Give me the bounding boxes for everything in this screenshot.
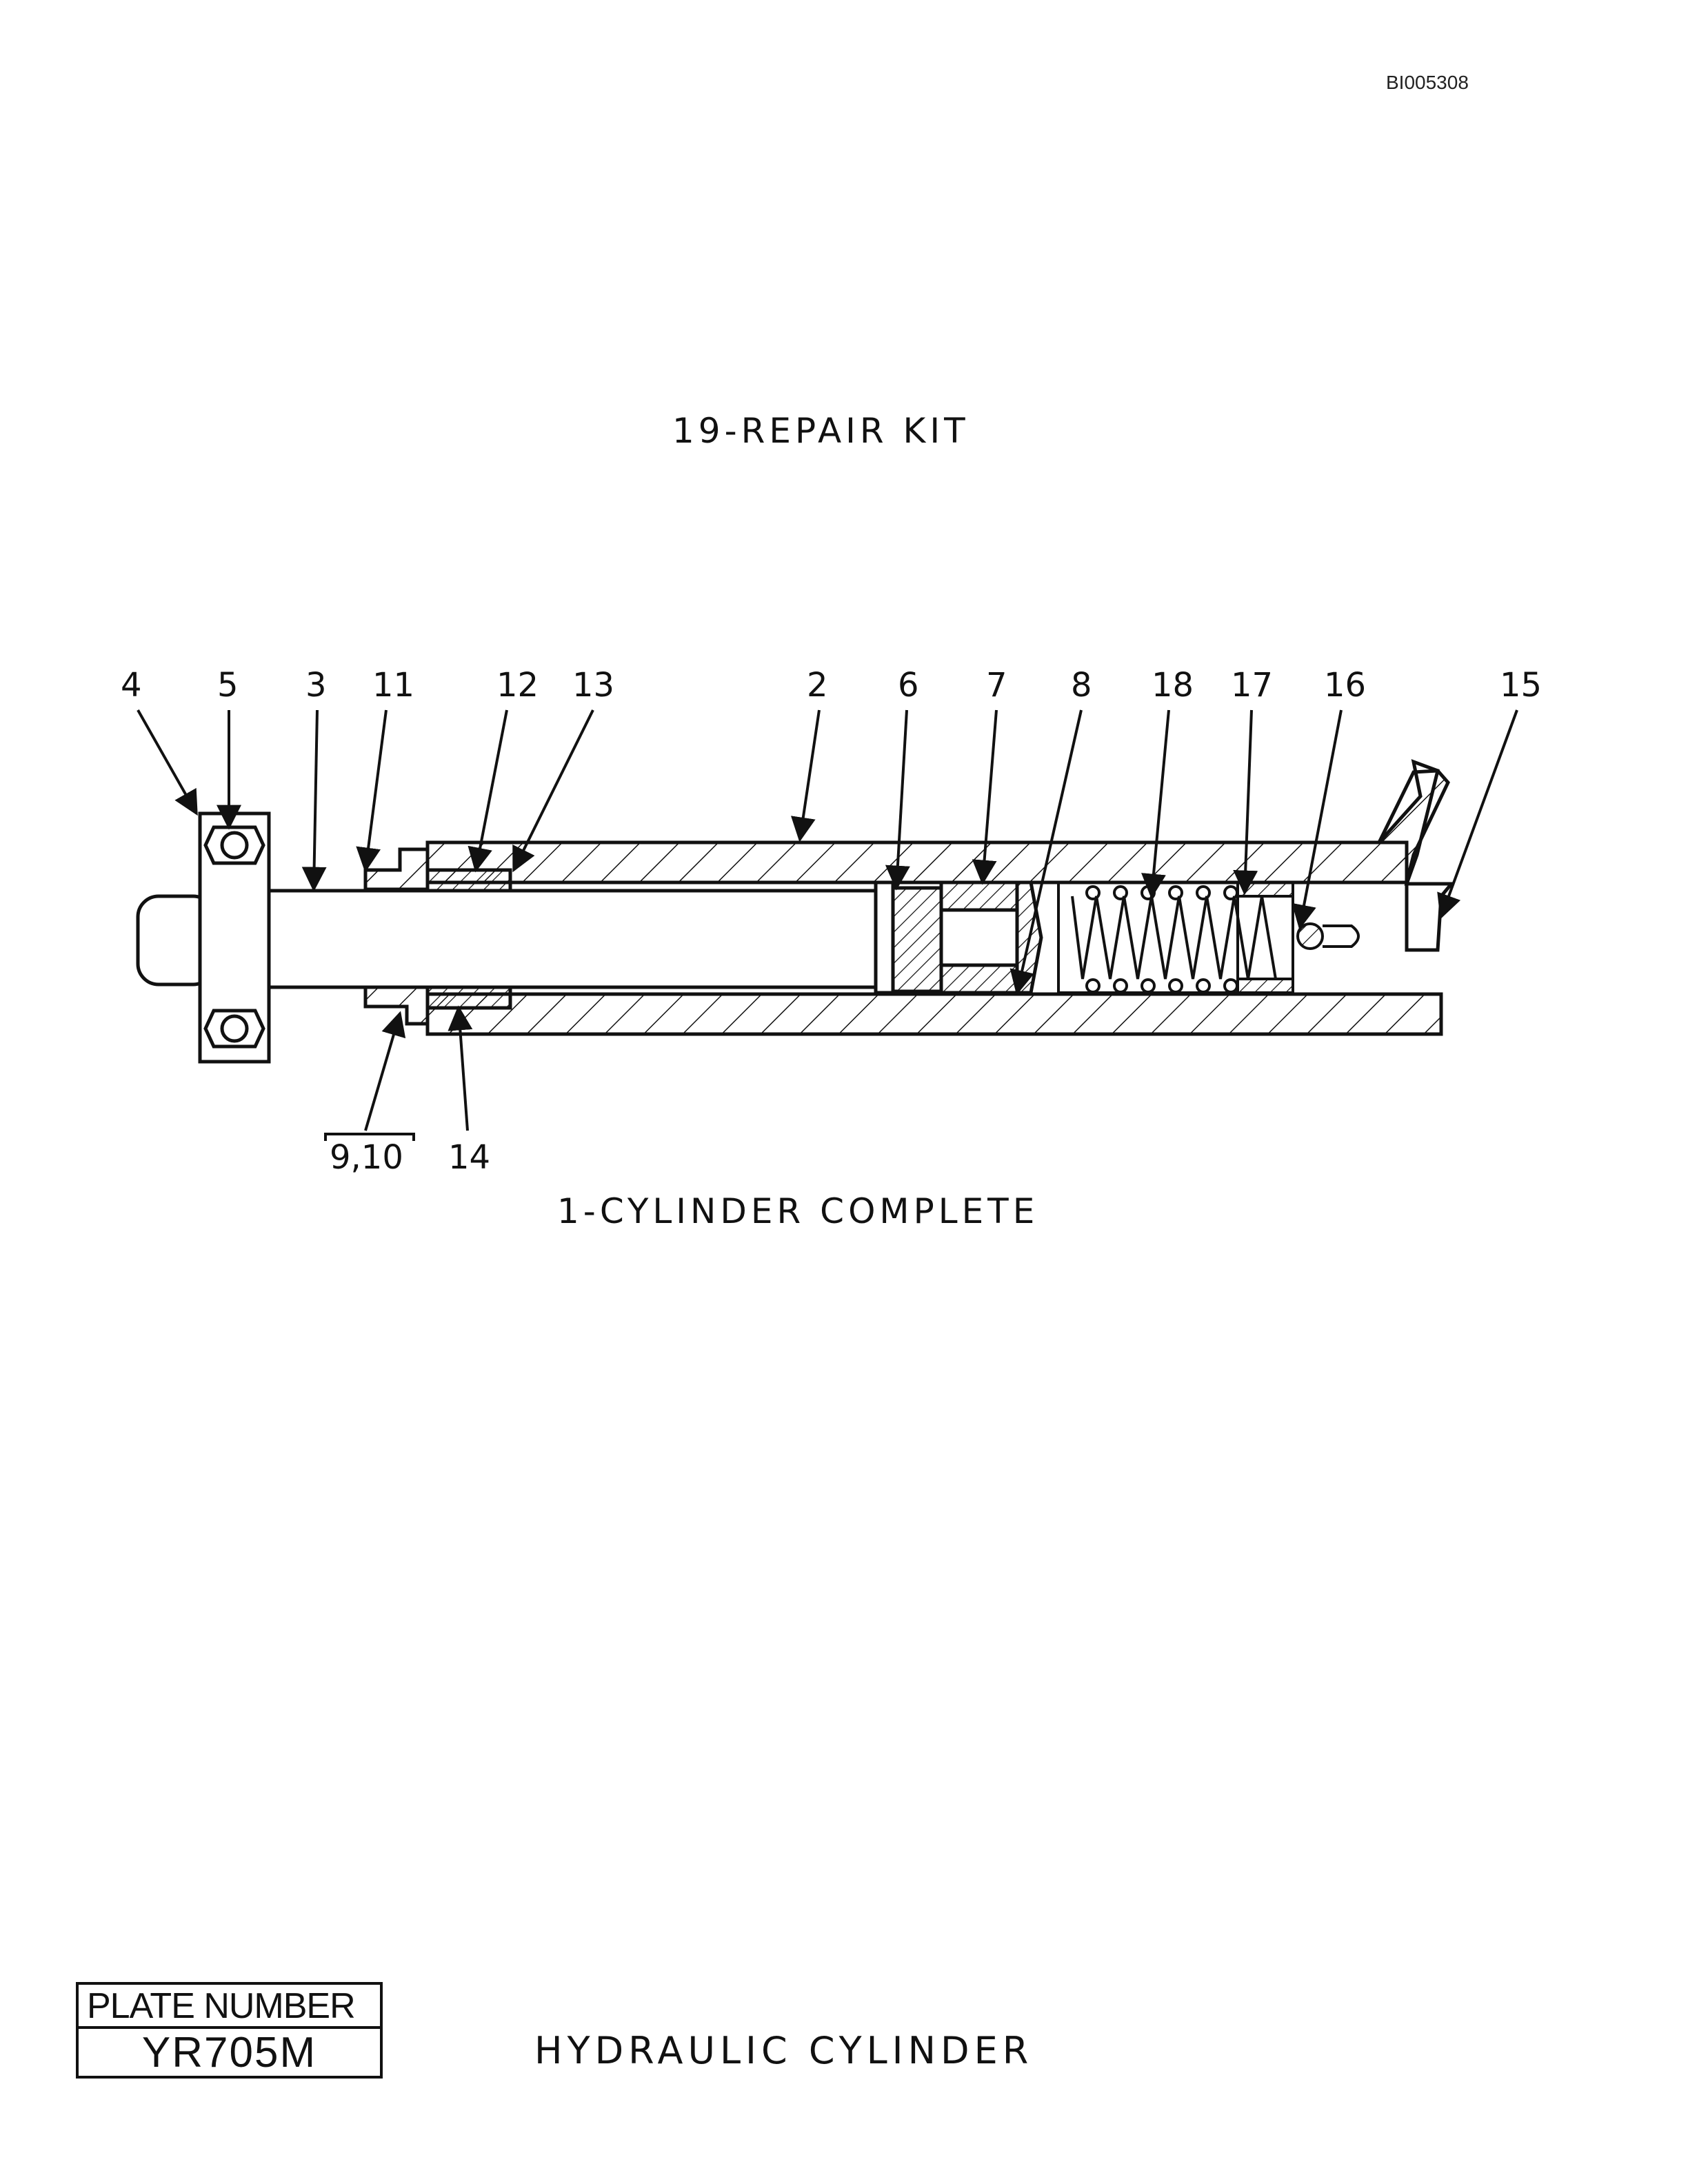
callout-16: 16 [1324, 666, 1366, 705]
gland-nut [363, 847, 512, 1026]
callout-17: 17 [1231, 666, 1273, 705]
repair-kit-caption: 19-REPAIR KIT [672, 411, 969, 451]
callout-5: 5 [217, 666, 239, 705]
callout-12: 12 [496, 666, 539, 705]
clamp-block [198, 811, 271, 1064]
callout-4: 4 [121, 666, 142, 705]
callout-leaders [137, 709, 1518, 1131]
callout-14: 14 [448, 1138, 490, 1177]
spring [1057, 881, 1294, 994]
callout-2: 2 [807, 666, 828, 705]
cylinder-body [425, 759, 1456, 1036]
check-ball [1292, 882, 1360, 993]
callout-7: 7 [986, 666, 1007, 705]
cylinder-complete-caption: 1-CYLINDER COMPLETE [557, 1191, 1039, 1231]
piston-assembly [874, 880, 1043, 995]
callout-18: 18 [1152, 666, 1194, 705]
callout-labels: 4 5 3 11 12 13 2 6 7 8 18 17 16 15 9,10 … [121, 666, 1542, 1177]
callout-13: 13 [572, 666, 614, 705]
plate-number-label: PLATE NUMBER [79, 1985, 380, 2029]
callout-6: 6 [898, 666, 919, 705]
callout-9-10: 9,10 [330, 1138, 403, 1177]
document-id: BI005308 [1386, 72, 1469, 93]
callout-9-10-bracket [324, 1133, 415, 1141]
callout-8: 8 [1071, 666, 1092, 705]
document-title: HYDRAULIC CYLINDER [534, 2029, 1034, 2072]
plate-number-box: PLATE NUMBER YR705M [76, 1982, 383, 2079]
callout-3: 3 [305, 666, 327, 705]
callout-11: 11 [372, 666, 414, 705]
plate-number-value: YR705M [141, 2029, 317, 2076]
callout-15: 15 [1500, 666, 1542, 705]
